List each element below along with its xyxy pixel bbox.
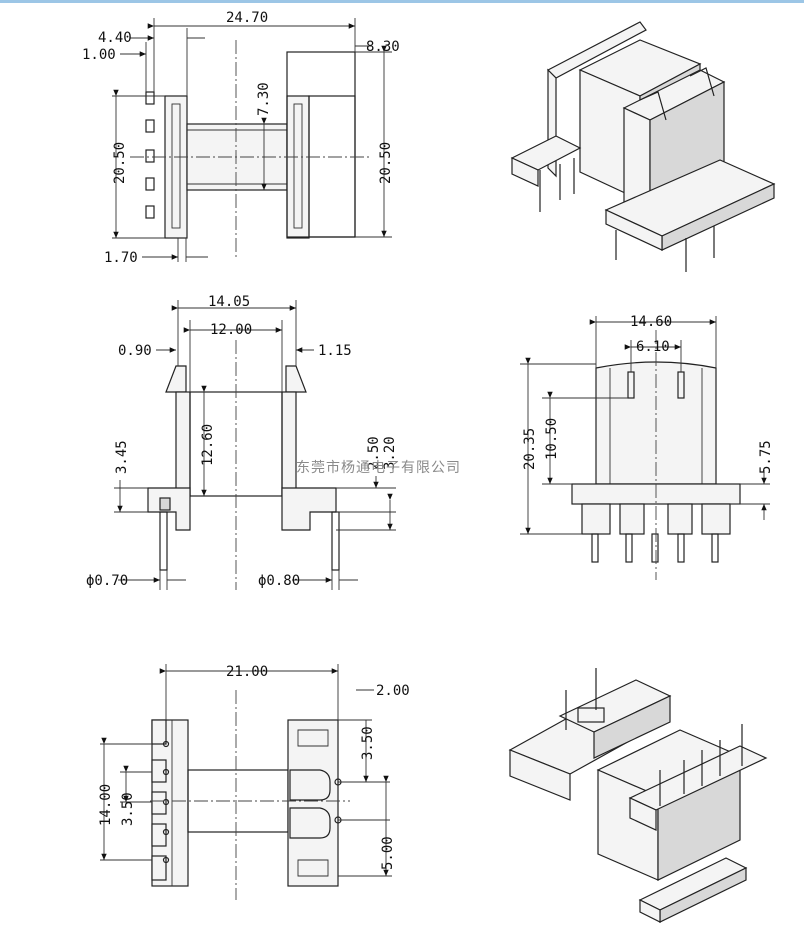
dim-side-12-00: 12.00: [210, 322, 252, 338]
dim-front-20-35: 20.35: [522, 428, 538, 470]
dim-side-12-60: 12.60: [200, 424, 216, 466]
dim-top-8-30: 8.30: [366, 39, 400, 55]
dim-front-5-75: 5.75: [758, 440, 774, 474]
dim-top-20-50-right: 20.50: [378, 142, 394, 184]
dim-side-2-50: 2.50: [366, 436, 382, 470]
dim-side-dia-0-70: ϕ0.70: [86, 573, 128, 589]
dim-side-dia-0-80: ϕ0.80: [258, 573, 300, 589]
dim-top-1-00: 1.00: [82, 47, 116, 63]
dim-front-10-50: 10.50: [544, 418, 560, 460]
dim-side-1-15: 1.15: [318, 343, 352, 359]
front-view: 14.60 6.10 20.35 10.50 5.75: [520, 314, 774, 580]
dim-bottom-3-50-right: 3.50: [360, 726, 376, 760]
bottom-view: 21.00 2.00 3.50 14.00 3.50 5.00: [98, 664, 410, 900]
dim-bottom-14-00: 14.00: [98, 784, 114, 826]
isometric-view-bottom: [508, 668, 768, 923]
side-view: 14.05 12.00 0.90 1.15 12.60 3.45 2.50 3.…: [86, 294, 398, 590]
dim-top-7-30: 7.30: [256, 82, 272, 116]
dim-bottom-3-50-left: 3.50: [120, 792, 136, 826]
dim-front-6-10: 6.10: [636, 339, 670, 355]
company-watermark: 东莞市杨通电子有限公司: [296, 459, 461, 476]
top-view: 24.70 4.40 1.00 8.30 7.30 20.50 20.50 1.…: [82, 10, 400, 266]
dim-side-0-90: 0.90: [118, 343, 152, 359]
top-border: [0, 0, 804, 3]
dim-bottom-21-00: 21.00: [226, 664, 268, 680]
dim-top-24-70: 24.70: [226, 10, 268, 26]
isometric-view-top: [510, 21, 776, 272]
dim-bottom-2-00: 2.00: [376, 683, 410, 699]
dim-front-14-60: 14.60: [630, 314, 672, 330]
dim-side-3-20: 3.20: [382, 436, 398, 470]
dim-side-3-45: 3.45: [114, 440, 130, 474]
dim-top-4-40: 4.40: [98, 30, 132, 46]
dim-top-20-50-left: 20.50: [112, 142, 128, 184]
dim-bottom-5-00: 5.00: [380, 836, 396, 870]
dim-side-14-05: 14.05: [208, 294, 250, 310]
dim-top-1-70: 1.70: [104, 250, 138, 266]
